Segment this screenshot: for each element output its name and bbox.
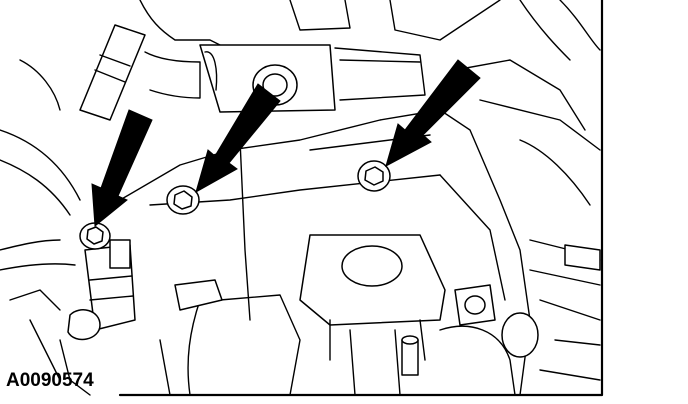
middle-bolt-arrow xyxy=(195,83,281,194)
left-hose-strap xyxy=(79,24,146,121)
figure-id-label: A0090574 xyxy=(6,370,94,391)
left-bolt-arrow xyxy=(91,109,153,227)
frame-edges xyxy=(118,0,604,397)
left-bolt xyxy=(79,222,111,250)
left-pipes xyxy=(0,59,81,381)
cover-body xyxy=(119,109,601,396)
middle-bolt xyxy=(166,185,200,215)
lower-left-sensor xyxy=(59,239,136,396)
right-bolt-arrow xyxy=(385,59,481,167)
right-bolt xyxy=(357,160,391,192)
